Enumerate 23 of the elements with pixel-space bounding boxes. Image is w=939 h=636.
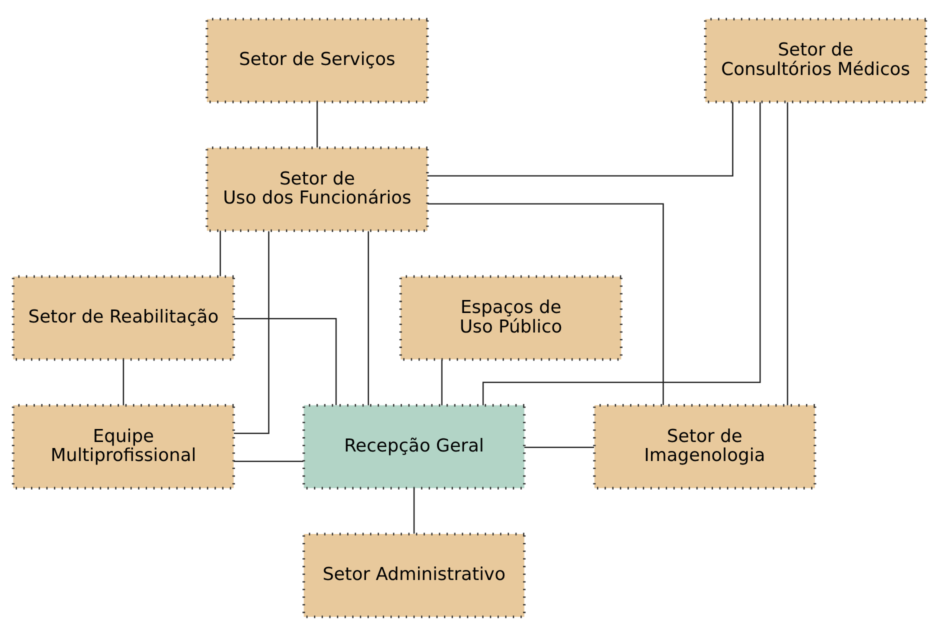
node-box: Espaços de Uso Público: [399, 275, 622, 361]
connector: [786, 102, 788, 406]
connector: [234, 460, 304, 462]
connector: [428, 203, 664, 405]
node-box: Setor de Imagenologia: [593, 404, 816, 490]
connector: [368, 231, 370, 406]
node-box: Setor Administrativo: [302, 532, 526, 618]
node-box: Equipe Multiprofissional: [12, 404, 235, 490]
connector: [482, 102, 761, 406]
connector: [427, 102, 734, 177]
connector: [413, 488, 415, 534]
connector: [234, 318, 337, 406]
connector: [220, 230, 221, 276]
node-box: Recepção Geral: [302, 404, 526, 490]
connector: [316, 102, 318, 148]
connector: [122, 360, 124, 406]
connector: [441, 360, 443, 406]
connector: [234, 231, 270, 434]
node-box: Setor de Serviços: [206, 18, 429, 104]
node-box: Setor de Consultórios Médicos: [704, 18, 928, 104]
connector: [524, 446, 594, 448]
node-box: Setor de Uso dos Funcionários: [206, 146, 429, 232]
node-box: Setor de Reabilitação: [12, 275, 235, 361]
